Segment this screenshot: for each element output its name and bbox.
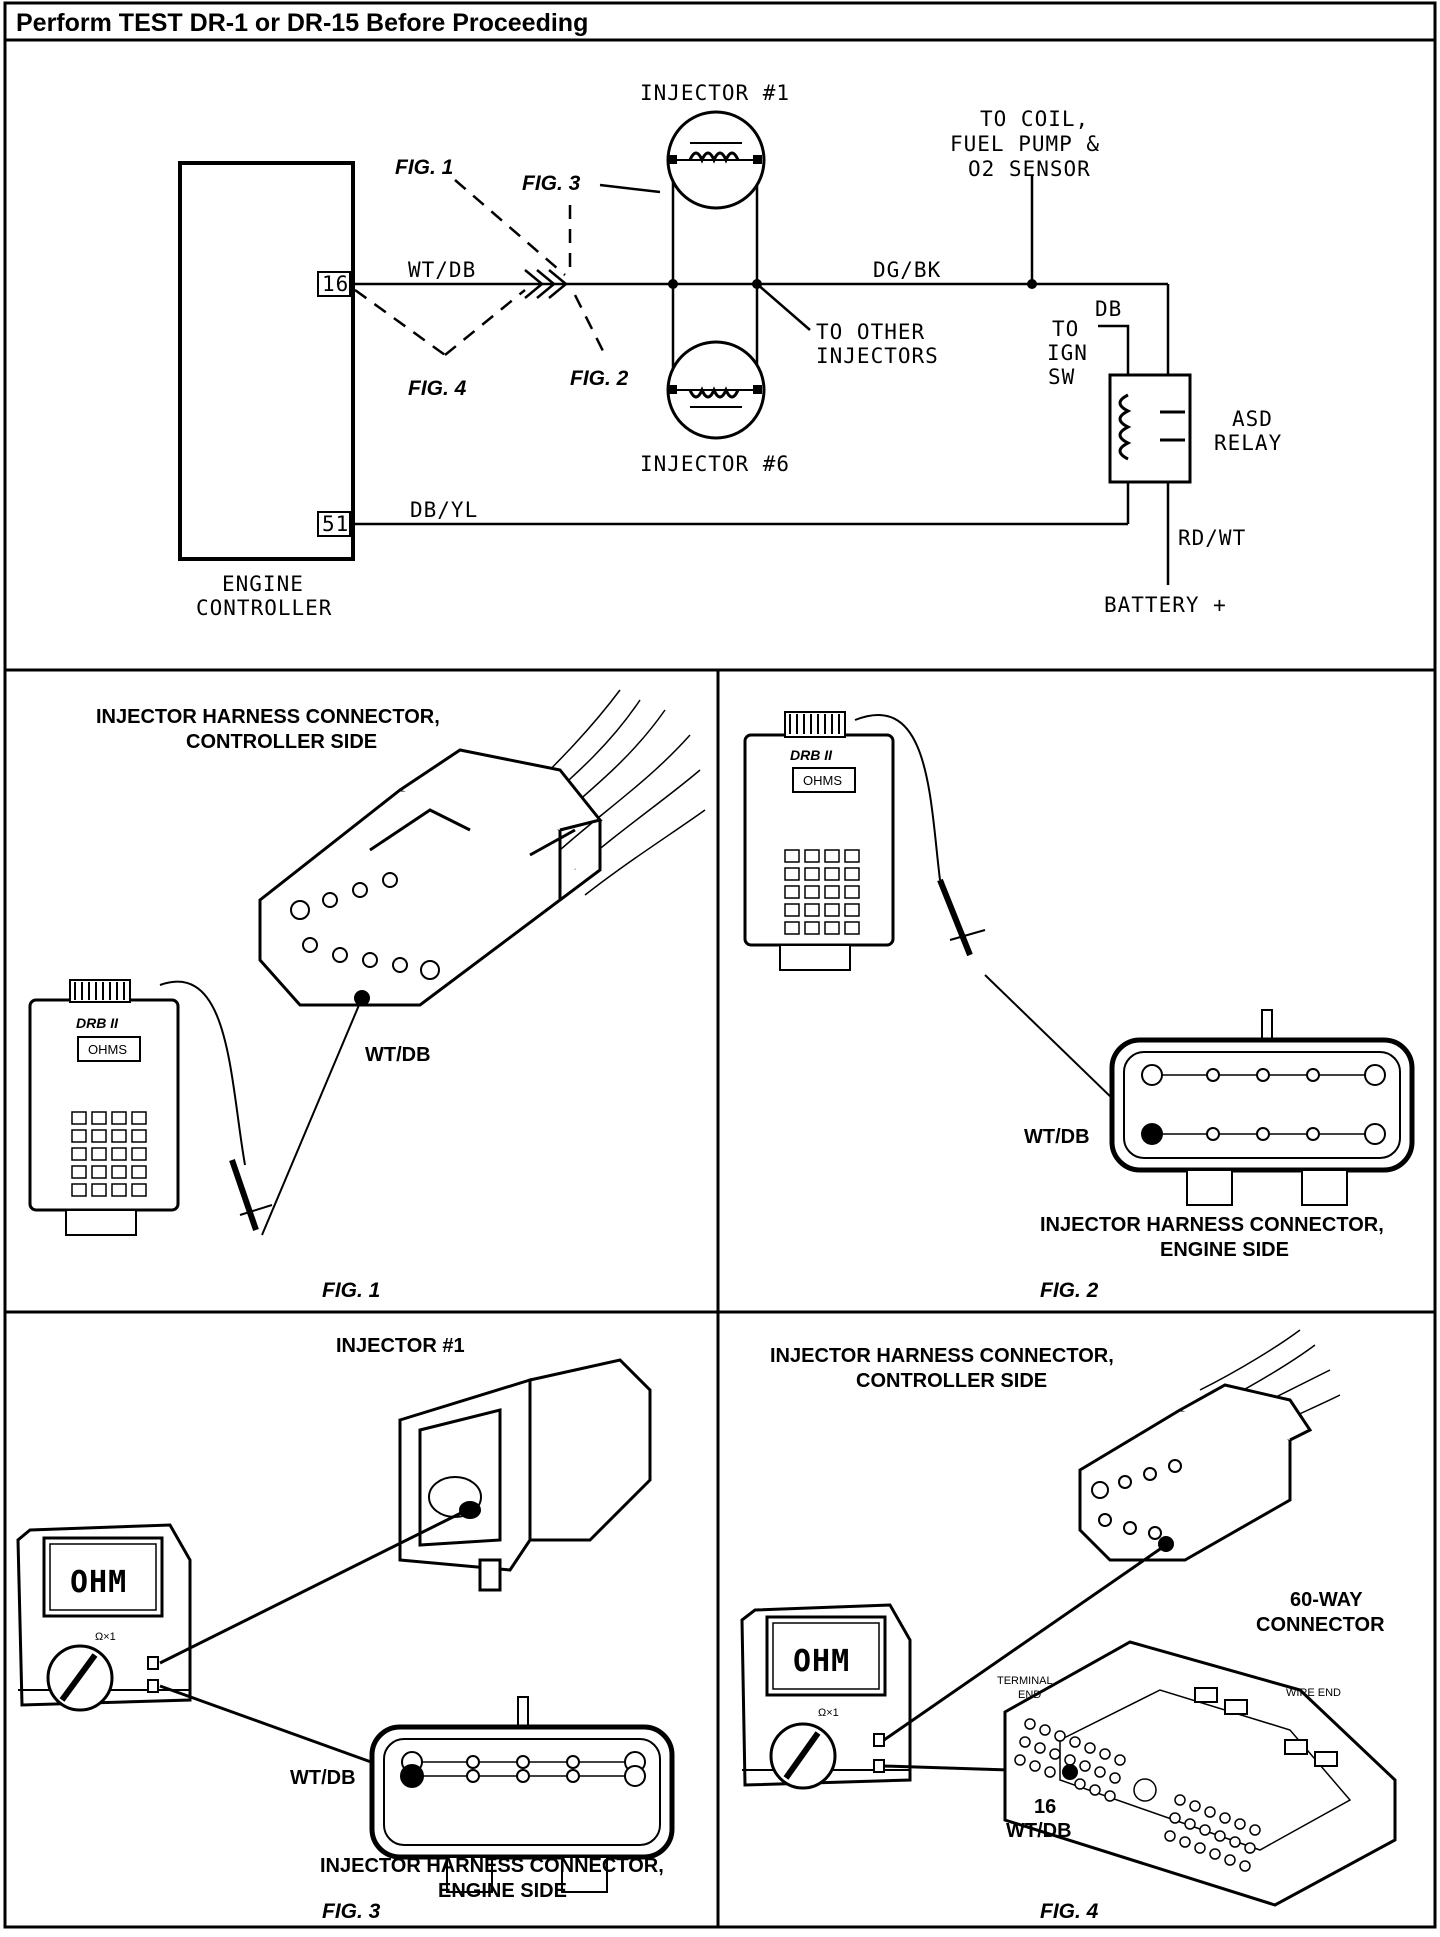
injector-6-label: INJECTOR #6 [640,452,790,476]
panel4-caption: FIG. 4 [1040,1900,1099,1923]
probe-lead [159,980,363,1236]
panel3-label-1: INJECTOR HARNESS CONNECTOR, [320,1855,664,1877]
wire-dg-bk-label: DG/BK [873,258,941,282]
injector-harness-connector [1109,1009,1415,1206]
panel2-wire-label: WT/DB [1024,1126,1090,1148]
keypad [784,849,860,935]
header-title: Perform TEST DR-1 or DR-15 Before Procee… [16,9,588,37]
panel3-label-top: INJECTOR #1 [336,1335,465,1357]
pin-16-terminal [1062,1764,1078,1780]
to-ign-label-1: TO [1052,317,1079,341]
60-way-connector [1003,1640,1397,1907]
injector-terminal [428,1476,482,1519]
splice-dots [668,279,1037,289]
wire-db-label: DB [1095,297,1122,321]
panel4-label-1: INJECTOR HARNESS CONNECTOR, [770,1345,1114,1367]
panel3-label-2: ENGINE SIDE [438,1880,567,1902]
injector-1-connector [398,1358,652,1592]
to-coil-label-2: FUEL PUMP & [950,132,1100,156]
panel3-meter-range: Ω×1 [95,1631,116,1643]
to-other-label-2: INJECTORS [816,344,939,368]
panel3-caption: FIG. 3 [322,1900,381,1923]
wire-wt-db-label: WT/DB [408,258,476,282]
test-probe [229,1159,273,1231]
schematic-fig2-label: FIG. 2 [570,367,629,390]
panel-fig-3: INJECTOR #1 OHM Ω×1 [16,1335,675,1923]
drb2-meter: DRB II OHMS [743,711,895,971]
panel4-terminal-label-1: TERMINAL [997,1675,1053,1687]
panel3-wire-label: WT/DB [290,1767,356,1789]
panel2-meter-display: OHMS [803,773,842,788]
injector-1-symbol [666,110,766,210]
probe-lead [854,713,1149,1134]
panel-fig-2: DRB II OHMS [743,711,1415,1302]
pin-51-label: 51 [322,512,349,536]
pin-16-label: 16 [322,272,349,296]
injector-1-label: INJECTOR #1 [640,81,790,105]
panel1-wire-label: WT/DB [365,1044,431,1066]
figure-callouts [354,179,607,357]
panel4-wire-end-label: WIRE END [1286,1687,1341,1699]
to-ign-label-3: SW [1048,365,1075,389]
battery-label: BATTERY + [1104,593,1227,617]
panel2-meter-brand: DRB II [790,747,833,763]
wt-db-terminal [400,1764,424,1788]
panel2-label-1: INJECTOR HARNESS CONNECTOR, [1040,1214,1384,1236]
panel3-meter-display: OHM [70,1565,127,1600]
page-frame [3,1,1437,1929]
injector-6-symbol [666,340,766,440]
engine-controller-box [178,161,355,561]
panel-fig-1: INJECTOR HARNESS CONNECTOR, CONTROLLER S… [28,689,706,1302]
panel4-wire-label: WT/DB [1006,1820,1072,1842]
injector-harness-connector [1078,1383,1313,1562]
pin-16-box [317,271,351,297]
to-coil-label-3: O2 SENSOR [968,157,1091,181]
meter-leads [159,1508,468,1778]
wt-db-terminal [1141,1123,1163,1145]
panel1-meter-display: OHMS [88,1042,127,1057]
controller-label-1: ENGINE [222,572,304,596]
pin-51-box [317,511,351,537]
injector-harness-connector [369,1696,675,1893]
asd-relay-symbol [1108,373,1192,484]
panel4-meter-display: OHM [793,1644,850,1679]
panel2-label-2: ENGINE SIDE [1160,1239,1289,1261]
panel-fig-4: INJECTOR HARNESS CONNECTOR, CONTROLLER S… [740,1329,1397,1923]
panel4-way-label-1: 60-WAY [1290,1589,1363,1611]
panel1-label-1: INJECTOR HARNESS CONNECTOR, [96,706,440,728]
schematic-fig3-label: FIG. 3 [522,172,581,195]
ohm-meter: OHM Ω×1 [740,1603,912,1790]
connector-pins [1014,1718,1261,1872]
to-ign-label-2: IGN [1047,341,1088,365]
wire-rd-wt-label: RD/WT [1178,526,1246,550]
schematic: 16 51 ENGINE CONTROLLER [178,81,1282,620]
panel1-meter-brand: DRB II [76,1015,119,1031]
to-other-label-1: TO OTHER [816,320,925,344]
test-probe [937,878,986,957]
ohm-meter: OHM Ω×1 [16,1523,192,1712]
schematic-fig4-label: FIG. 4 [408,377,467,400]
panel4-terminal-label-2: END [1018,1689,1041,1701]
asd-label-2: RELAY [1214,431,1282,455]
controller-label-2: CONTROLLER [196,596,332,620]
panel1-caption: FIG. 1 [322,1279,380,1302]
panel4-label-2: CONTROLLER SIDE [856,1370,1047,1392]
asd-label-1: ASD [1232,407,1273,431]
panel4-meter-range: Ω×1 [818,1707,839,1719]
wire-db-yl-label: DB/YL [410,498,478,522]
to-coil-label-1: TO COIL, [980,107,1089,131]
drb2-meter: DRB II OHMS [28,979,180,1236]
schematic-fig1-label: FIG. 1 [395,156,453,179]
panel1-label-2: CONTROLLER SIDE [186,731,377,753]
connector-cavities [1091,1459,1182,1540]
keypad [71,1111,147,1197]
panel2-caption: FIG. 2 [1040,1279,1099,1302]
connector-cavities [290,872,440,980]
panel4-pin-label: 16 [1034,1796,1056,1818]
panel4-way-label-2: CONNECTOR [1256,1614,1385,1636]
